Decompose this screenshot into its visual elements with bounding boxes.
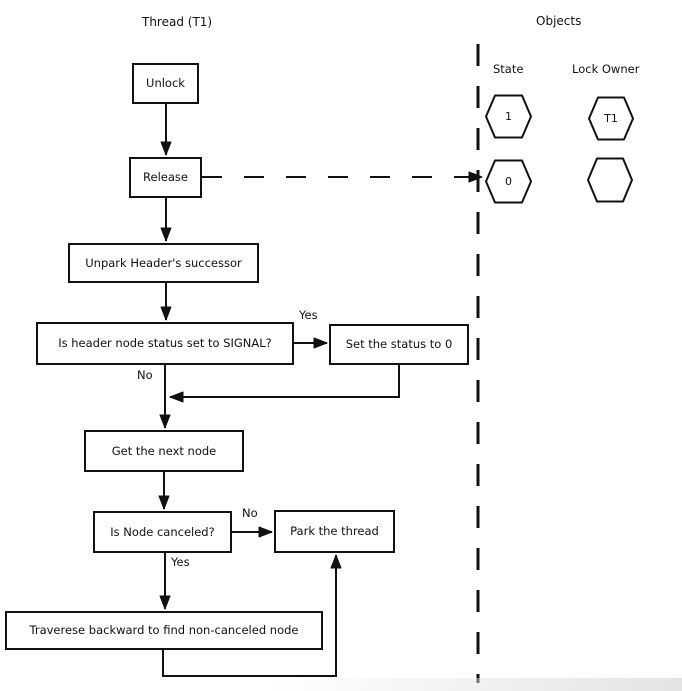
node-canceled-check: Is Node canceled? (93, 511, 232, 553)
hexagon-owner-before: T1 (588, 96, 634, 141)
node-unlock: Unlock (132, 63, 199, 104)
hexagon-owner-after (587, 157, 633, 203)
node-unpark-successor: Unpark Header's successor (68, 243, 259, 283)
node-set-status: Set the status to 0 (329, 324, 469, 365)
owner-before-value: T1 (604, 112, 618, 125)
thread-title: Thread (T1) (142, 15, 213, 29)
hexagon-shape (485, 159, 532, 204)
node-get-next: Get the next node (84, 430, 244, 472)
state-column-header: State (493, 62, 524, 76)
lock-owner-column-header: Lock Owner (572, 62, 640, 76)
edge-label-canceled-yes: Yes (171, 555, 190, 569)
node-traverse-backward: Traverese backward to find non-canceled … (5, 611, 323, 650)
hexagon-shape (588, 96, 634, 141)
arrow-set-status-merge (169, 365, 400, 403)
state-after-value: 0 (505, 175, 512, 188)
state-before-value: 1 (505, 110, 512, 123)
node-signal-check: Is header node status set to SIGNAL? (36, 322, 294, 365)
owner-after-value (587, 157, 633, 203)
hexagon-state-before: 1 (485, 94, 532, 139)
bottom-edge-shadow (0, 678, 682, 691)
node-release: Release (129, 157, 202, 198)
node-park-thread: Park the thread (274, 510, 395, 553)
edge-label-signal-no: No (137, 368, 153, 382)
objects-title: Objects (536, 14, 582, 28)
hexagon-shape (485, 94, 532, 139)
arrow-traverse-loop-to-park (162, 554, 342, 677)
hexagon-state-after: 0 (485, 159, 532, 204)
edge-label-canceled-no: No (242, 506, 258, 520)
hexagon-shape (587, 157, 633, 203)
edge-label-signal-yes: Yes (299, 308, 318, 322)
